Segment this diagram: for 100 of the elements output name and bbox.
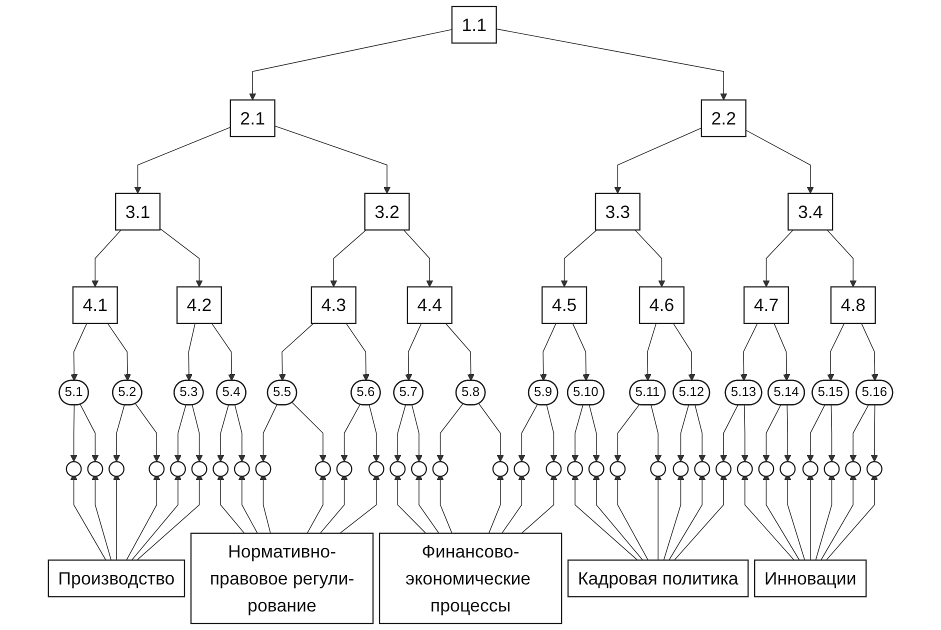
node-circle <box>148 460 165 478</box>
arrow <box>694 404 706 462</box>
arrow <box>107 323 132 382</box>
arrow <box>741 404 748 462</box>
node-circle <box>546 460 562 478</box>
arrow <box>614 128 702 194</box>
node-box: 4.6 <box>638 286 684 324</box>
node-circle <box>390 460 406 478</box>
arrow <box>614 404 640 462</box>
arrow <box>234 404 246 462</box>
arrow <box>720 404 738 462</box>
arrow <box>112 404 125 462</box>
arrow <box>405 323 422 382</box>
arrow <box>850 404 869 462</box>
arrow <box>546 404 558 462</box>
arrow <box>292 402 327 462</box>
node-box: 3.3 <box>594 192 640 231</box>
arrow <box>806 404 826 462</box>
node-circle <box>588 460 604 478</box>
arrow <box>135 403 160 462</box>
node-circle <box>368 460 384 478</box>
arrow <box>828 404 836 462</box>
node-box: 3.2 <box>364 192 410 231</box>
arrow <box>762 230 794 288</box>
arrow <box>70 323 88 382</box>
node-box: Нормативно-правовое регули-рование <box>190 532 374 624</box>
node-box: Кадровая политика <box>567 560 749 598</box>
node-circle <box>716 460 732 478</box>
arrow <box>588 404 600 462</box>
node-circle <box>87 460 104 478</box>
arrow <box>403 230 434 288</box>
node-box: 4.7 <box>743 286 790 324</box>
arrow <box>249 29 452 100</box>
node-circle <box>610 460 626 478</box>
arrow <box>496 28 728 100</box>
arrow <box>368 404 380 462</box>
arrow <box>740 323 758 382</box>
node-circle <box>66 460 82 478</box>
arrow <box>160 228 203 288</box>
node-circle <box>736 460 753 478</box>
node-box: Финансово-экономические процессы <box>378 532 562 624</box>
arrow <box>70 404 78 462</box>
arrow <box>572 323 590 382</box>
node-circle <box>410 460 427 478</box>
node-box: 4.1 <box>72 286 118 324</box>
arrow <box>644 323 657 382</box>
arrow <box>774 323 790 382</box>
arrow <box>518 404 538 462</box>
node-circle <box>758 460 774 478</box>
node-box: Производство <box>48 560 186 598</box>
arrow <box>192 404 203 462</box>
arrow <box>330 230 367 288</box>
arrow <box>412 404 423 462</box>
node-circle <box>336 460 352 478</box>
node-box: 4.5 <box>542 286 588 324</box>
node-circle <box>802 460 818 478</box>
node-circle <box>694 460 710 478</box>
node-circle <box>108 460 125 478</box>
arrow <box>677 404 690 462</box>
node-box: 2.2 <box>700 99 746 138</box>
arrow <box>861 323 878 382</box>
node-circle <box>514 460 530 478</box>
node-circle <box>845 460 862 478</box>
arrow <box>762 404 782 462</box>
arrow <box>278 323 314 382</box>
arrow <box>745 130 814 194</box>
arrow <box>211 323 236 382</box>
arrow <box>340 404 360 462</box>
arrow <box>870 404 878 462</box>
node-box: 4.8 <box>830 286 876 324</box>
node-box: 4.3 <box>310 286 356 324</box>
node-circle <box>650 460 666 478</box>
arrow <box>826 230 857 288</box>
arrow <box>784 404 792 462</box>
node-circle <box>170 460 186 478</box>
arrow <box>185 323 196 382</box>
node-circle <box>191 460 208 478</box>
node-circle <box>432 460 448 478</box>
node-box: 3.4 <box>788 192 834 231</box>
arrow <box>92 230 122 288</box>
arrow <box>672 323 696 382</box>
node-circle <box>212 460 229 478</box>
node-circle <box>567 460 584 478</box>
arrow <box>650 404 662 462</box>
node-circle <box>824 460 840 478</box>
node-box: 4.2 <box>176 286 222 324</box>
arrow <box>634 230 666 288</box>
arrow <box>445 323 474 382</box>
arrow <box>134 126 231 194</box>
arrow <box>394 404 406 462</box>
node-circle <box>866 460 882 478</box>
node-circle <box>492 460 508 478</box>
arrow <box>540 323 556 382</box>
arrow <box>571 404 584 462</box>
arrow <box>827 323 845 382</box>
node-box: 1.1 <box>451 6 497 44</box>
arrow <box>436 403 464 462</box>
arrow <box>80 404 99 462</box>
arrow <box>217 404 229 462</box>
node-box: 4.4 <box>406 286 452 324</box>
